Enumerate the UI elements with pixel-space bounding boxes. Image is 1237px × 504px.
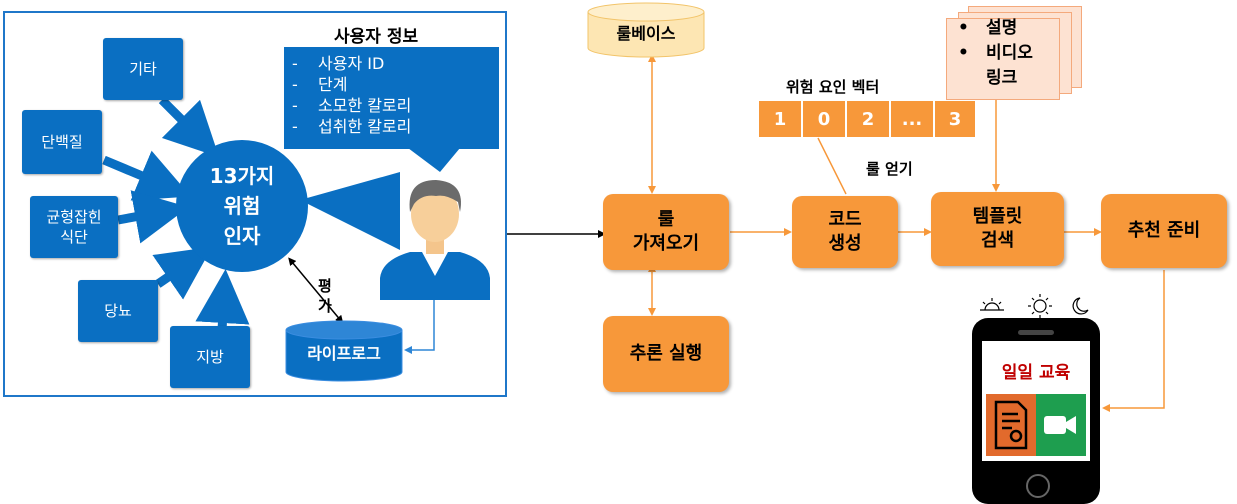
lifelog-database-icon xyxy=(285,320,403,382)
education-content-icons xyxy=(986,394,1086,456)
risk-vector-cell: 1 xyxy=(759,101,803,137)
user-info-item: -사용자 ID xyxy=(292,54,385,73)
evaluate-arrow xyxy=(288,257,344,324)
vector-to-codegen-line xyxy=(817,137,847,195)
factor-fat: 지방 xyxy=(170,326,250,388)
moon-icon xyxy=(1072,297,1089,315)
user-info-title: 사용자 정보 xyxy=(334,27,419,47)
user-info-item: -단계 xyxy=(292,75,348,94)
user-info-item: -섭취한 칼로리 xyxy=(292,117,412,136)
time-of-day-icons xyxy=(980,294,1089,318)
user-info-box: -사용자 ID -단계 -소모한 칼로리 -섭취한 칼로리 xyxy=(284,47,499,149)
document-icon xyxy=(986,394,1036,456)
rulebase-label: 룰베이스 xyxy=(616,24,676,43)
sun-icon xyxy=(1028,294,1052,318)
template-page-front xyxy=(946,18,1060,100)
info-box-tail xyxy=(408,148,460,172)
factor-diabetes: 당뇨 xyxy=(78,280,158,342)
phone-speaker xyxy=(1018,330,1054,335)
risk-vector-cell: 3 xyxy=(935,101,975,137)
speech-pointer xyxy=(300,172,400,250)
risk-vector-cell: ... xyxy=(891,101,935,137)
risk-factors-circle: 13가지 위험 인자 xyxy=(176,140,308,272)
template-item: 링크 xyxy=(986,68,1018,88)
template-item: •비디오 xyxy=(958,43,1033,63)
factor-other: 기타 xyxy=(103,38,183,100)
get-rules-label: 룰 얻기 xyxy=(866,160,913,178)
template-item: •설명 xyxy=(958,18,1018,38)
phone-home-button[interactable] xyxy=(1026,474,1050,498)
daily-education-label: 일일 교육 xyxy=(1001,363,1071,383)
rulebase-database-icon xyxy=(587,2,705,58)
run-inference-box: 추론 실행 xyxy=(603,316,729,392)
risk-vector-label: 위험 요인 벡터 xyxy=(786,78,880,96)
user-avatar-icon xyxy=(380,180,490,300)
sunrise-icon xyxy=(980,298,1004,311)
factor-protein: 단백질 xyxy=(22,110,102,174)
template-list: •설명 •비디오 링크 xyxy=(958,16,1033,91)
user-info-item: -소모한 칼로리 xyxy=(292,96,412,115)
factor-arrows xyxy=(102,96,250,331)
prepare-recommendation-box: 추천 준비 xyxy=(1101,194,1227,268)
video-icon xyxy=(1036,394,1086,456)
risk-vector-cell: 0 xyxy=(803,101,847,137)
recommend-to-phone-arrow xyxy=(1102,270,1165,412)
risk-vector-cell: 2 xyxy=(847,101,891,137)
user-to-lifelog-arrow xyxy=(404,300,435,354)
lifelog-label: 라이프로그 xyxy=(307,344,381,363)
